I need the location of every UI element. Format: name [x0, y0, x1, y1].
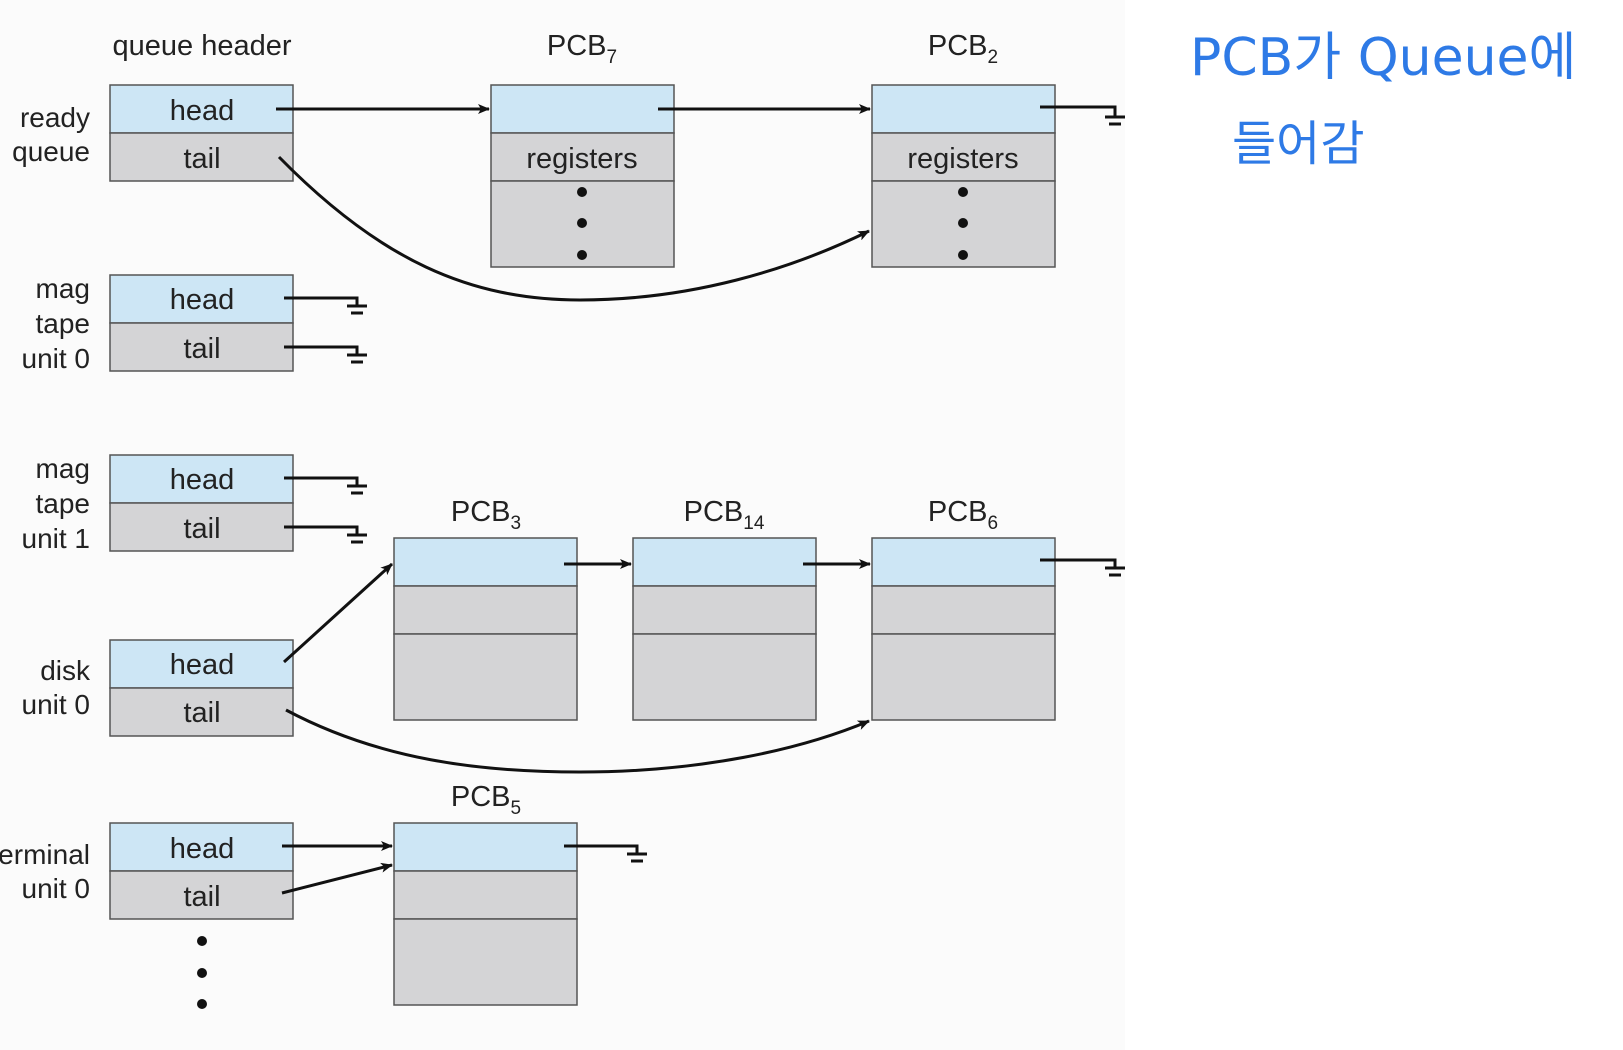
- pcb-7: PCB7 registers: [490, 30, 675, 268]
- svg-text:unit 0: unit 0: [22, 689, 91, 720]
- null-terminator-icon: [284, 525, 367, 544]
- svg-text:mag: mag: [36, 453, 90, 484]
- head-field: head: [170, 833, 235, 865]
- pcb-title: PCB6: [928, 496, 998, 534]
- svg-text:들어감: 들어감: [1232, 116, 1364, 172]
- svg-text:mag: mag: [36, 273, 90, 304]
- null-terminator-icon: [284, 476, 367, 495]
- null-terminator-icon: [1040, 105, 1125, 126]
- svg-text:disk: disk: [40, 655, 91, 686]
- label-terminal-unit-0: terminal unit 0: [0, 839, 90, 904]
- queue-header-title: queue header: [113, 30, 292, 62]
- pcb-14: PCB14: [632, 496, 817, 721]
- label-mag-tape-unit-0: mag tape unit 0: [22, 273, 91, 374]
- label-ready-queue: ready queue: [12, 102, 90, 167]
- header-ready-queue: head tail: [109, 84, 294, 182]
- registers-field: registers: [907, 143, 1018, 175]
- header-mag-tape-unit-1: head tail: [109, 454, 294, 552]
- svg-text:unit 0: unit 0: [22, 873, 91, 904]
- header-terminal-unit-0: head tail: [109, 822, 294, 920]
- null-terminator-icon: [1040, 558, 1125, 577]
- arrow-disk-tail-to-pcb6: [285, 708, 870, 774]
- tail-field: tail: [183, 881, 220, 913]
- pcb-title: PCB7: [547, 30, 617, 68]
- pcb-title: PCB5: [451, 781, 521, 819]
- header-mag-tape-unit-0: head tail: [109, 274, 294, 372]
- null-terminator-icon: [284, 296, 367, 315]
- pcb-title: PCB3: [451, 496, 521, 534]
- tail-field: tail: [183, 513, 220, 545]
- pcb-2: PCB2 registers: [871, 30, 1056, 268]
- svg-text:unit 0: unit 0: [22, 343, 91, 374]
- svg-text:terminal: terminal: [0, 839, 90, 870]
- label-disk-unit-0: disk unit 0: [22, 655, 91, 720]
- svg-text:tape: tape: [36, 308, 91, 339]
- arrow-term-tail-to-pcb5: [281, 862, 393, 895]
- svg-text:PCB가 Queue에: PCB가 Queue에: [1190, 28, 1576, 88]
- pcb-6: PCB6: [871, 496, 1056, 721]
- more-queues-ellipsis: [197, 936, 207, 1009]
- pcb-3: PCB3: [393, 496, 578, 721]
- label-mag-tape-unit-1: mag tape unit 1: [22, 453, 91, 554]
- arrow-ready-tail-to-pcb2: [277, 155, 870, 302]
- svg-text:ready: ready: [20, 102, 90, 133]
- head-field: head: [170, 649, 235, 681]
- pcb-title: PCB14: [684, 496, 765, 534]
- tail-field: tail: [183, 697, 220, 729]
- null-terminator-icon: [564, 844, 647, 863]
- head-field: head: [170, 464, 235, 496]
- tail-field: tail: [183, 333, 220, 365]
- head-field: head: [170, 95, 235, 127]
- ellipsis-icon: [958, 187, 968, 260]
- pcb-title: PCB2: [928, 30, 998, 68]
- tail-field: tail: [183, 143, 220, 175]
- svg-text:tape: tape: [36, 488, 91, 519]
- ellipsis-icon: [577, 187, 587, 260]
- head-field: head: [170, 284, 235, 316]
- pcb-5: PCB5: [393, 781, 578, 1006]
- arrow-disk-head-to-pcb3: [282, 562, 394, 664]
- svg-text:unit 1: unit 1: [22, 523, 91, 554]
- null-terminator-icon: [284, 345, 367, 364]
- registers-field: registers: [526, 143, 637, 175]
- header-disk-unit-0: head tail: [109, 639, 294, 737]
- svg-text:queue: queue: [12, 136, 90, 167]
- handwritten-annotation: PCB가 Queue에 들어감: [1190, 28, 1576, 172]
